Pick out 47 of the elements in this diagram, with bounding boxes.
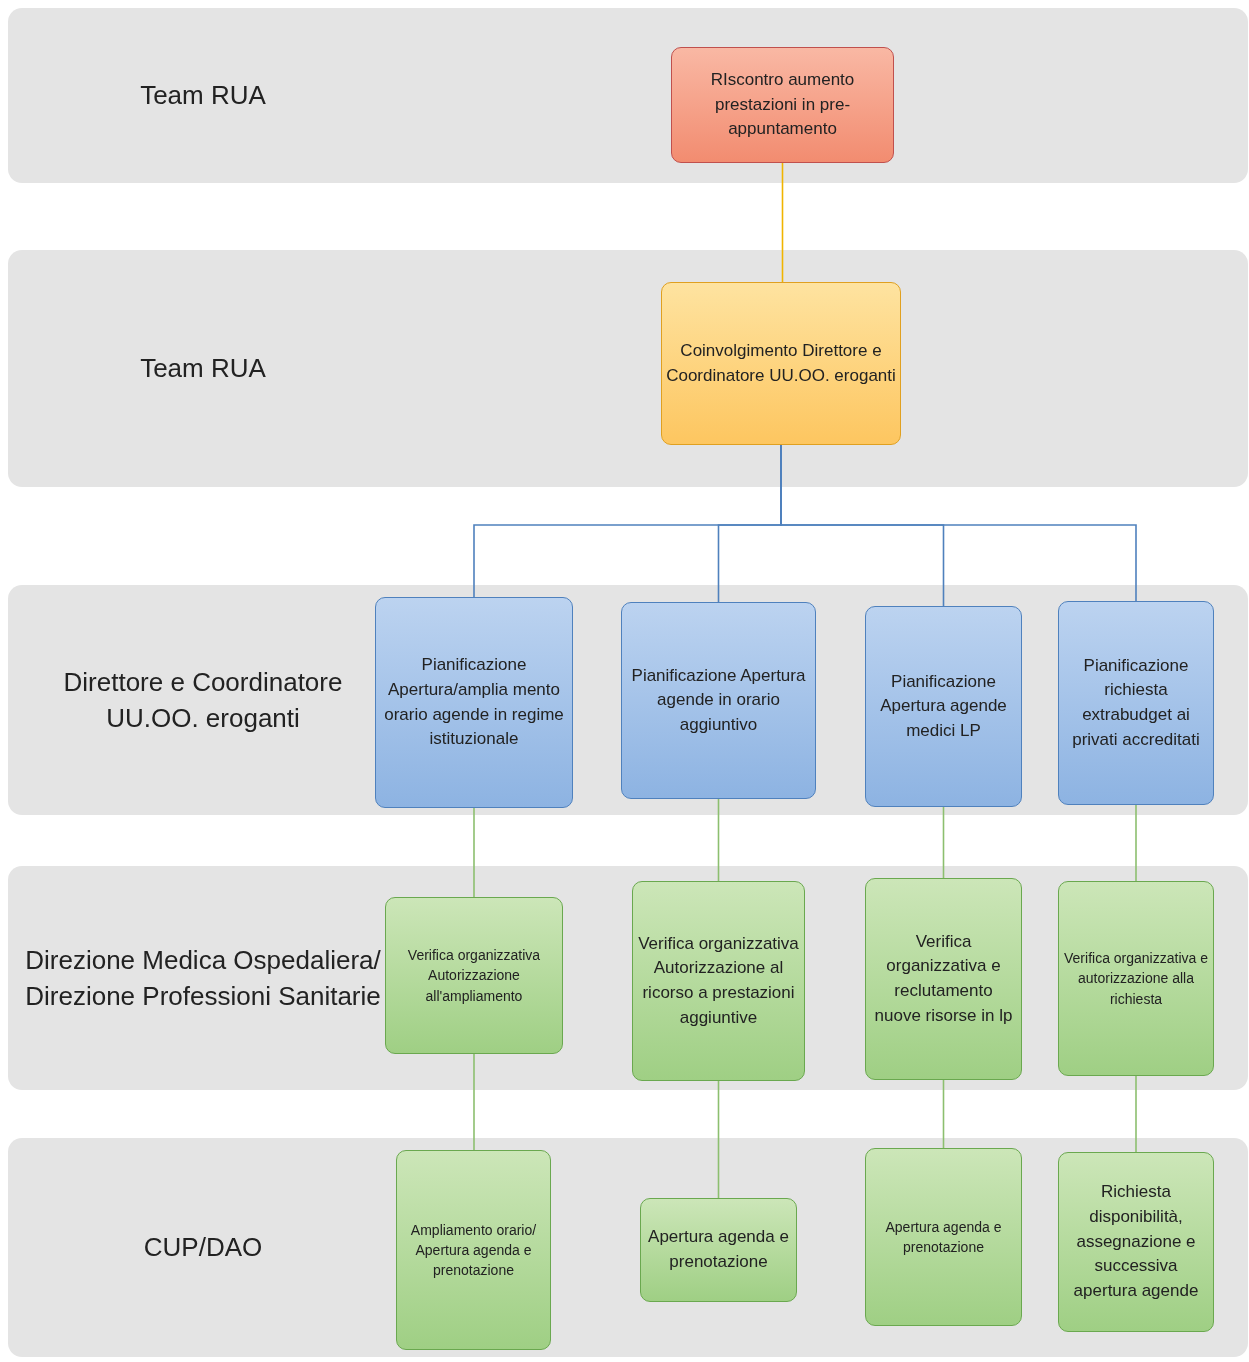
connector-line xyxy=(942,1079,945,1149)
connector-line xyxy=(717,798,720,882)
box-text: Pianificazione Apertura agende medici LP xyxy=(879,670,1008,742)
box-text: Apertura agenda e prenotazione xyxy=(647,1226,790,1273)
box-text: Pianificazione Apertura/amplia mento orario agende in regime istituzionale xyxy=(383,654,565,751)
process-box xyxy=(865,1148,1022,1326)
box-text: Apertura agenda e prenotazione xyxy=(884,1217,1003,1257)
lane-label: Team RUA xyxy=(139,79,267,113)
connector-line xyxy=(1135,1075,1137,1153)
box-text: Richiesta disponibilità, assegnazione e successiva apertura agende xyxy=(1072,1181,1200,1302)
process-box xyxy=(621,602,816,799)
process-box xyxy=(865,878,1022,1080)
process-box xyxy=(375,597,573,808)
process-box xyxy=(1058,881,1214,1076)
box-text: Verifica organizzativa e autorizzazione alla richiesta xyxy=(1063,949,1209,1009)
process-box xyxy=(671,47,894,163)
lane-label: CUP/DAO xyxy=(142,1231,264,1265)
connector-line xyxy=(717,1080,720,1199)
process-box xyxy=(385,897,563,1054)
lane-label: Direzione Medica Ospedaliera/ Direzione Professioni Sanitarie xyxy=(24,943,382,1013)
box-text: Pianificazione Apertura agende in orario aggiuntivo xyxy=(630,664,807,736)
lane-label: Team RUA xyxy=(139,352,267,386)
box-text: Ampliamento orario/ Apertura agenda e prenotazione xyxy=(409,1220,538,1281)
box-text: Verifica organizzativa e reclutamento nuove risorse in lp xyxy=(873,930,1014,1027)
connector-line xyxy=(473,807,475,898)
process-box xyxy=(640,1198,797,1302)
swimlane-band xyxy=(8,8,1248,183)
box-text: Verifica organizzativa Autorizzazione all'ampliamento xyxy=(406,946,542,1006)
connector-line xyxy=(1135,804,1137,882)
box-text: Coinvolgimento Direttore e Coordinatore UU.OO. eroganti xyxy=(666,339,896,387)
box-text: Pianificazione richiesta extrabudget ai privati accreditati xyxy=(1071,654,1201,751)
lane-label: Direttore e Coordinatore UU.OO. eroganti xyxy=(62,665,344,735)
process-box xyxy=(1058,601,1214,805)
process-box xyxy=(632,881,805,1081)
box-text: RIscontro aumento prestazioni in pre-appuntamento xyxy=(709,69,856,141)
process-box xyxy=(396,1150,551,1350)
box-text: Verifica organizzativa Autorizzazione al ricorso a prestazioni aggiuntive xyxy=(637,932,800,1029)
connector-line xyxy=(781,162,784,283)
swimlane-band xyxy=(8,866,1248,1090)
process-box xyxy=(661,282,901,445)
process-box xyxy=(1058,1152,1214,1332)
process-box xyxy=(865,606,1022,807)
swimlane-band xyxy=(8,585,1248,815)
swimlane-band xyxy=(8,250,1248,487)
connector-line xyxy=(942,806,945,879)
swimlane-band xyxy=(8,1138,1248,1357)
connector-line xyxy=(473,1053,475,1151)
